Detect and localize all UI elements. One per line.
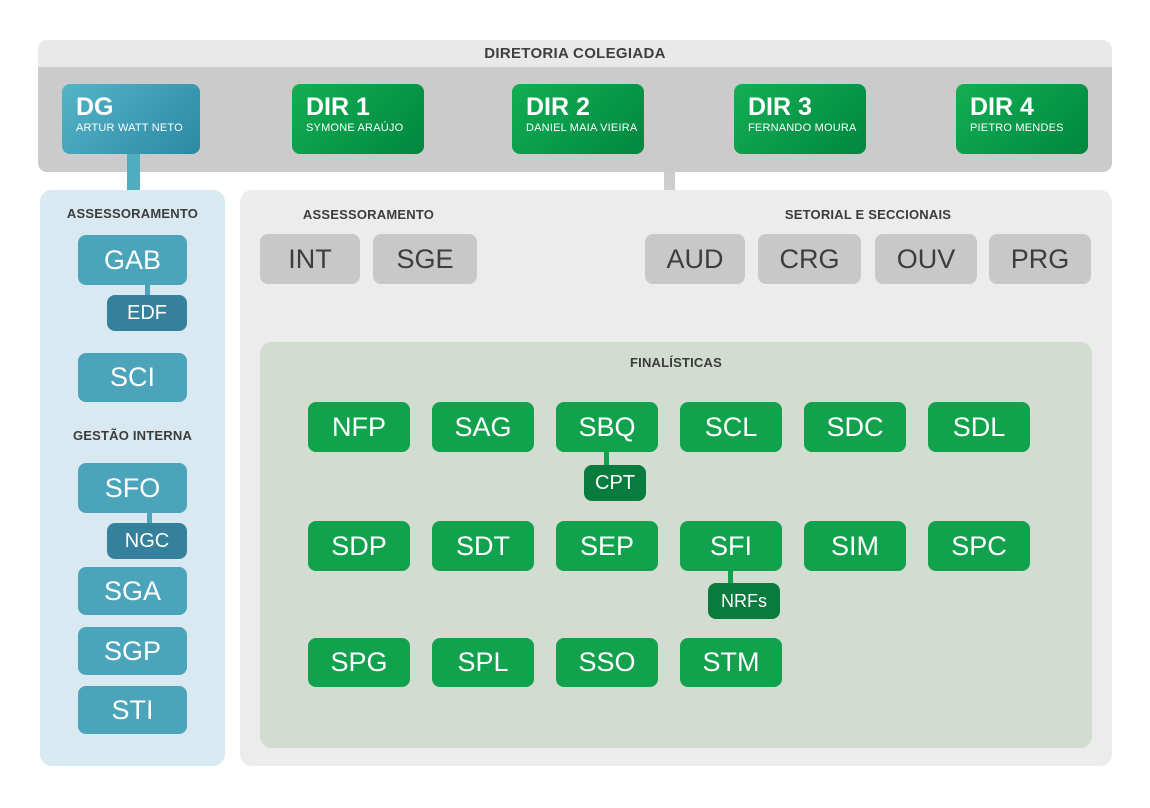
org-box-sti: STI [78,686,187,734]
director-name: SYMONE ARAÚJO [306,122,404,135]
org-box-aud: AUD [645,234,745,284]
connector-sfo-ngc [147,513,152,523]
org-box-crg: CRG [758,234,861,284]
org-box-spl: SPL [432,638,534,687]
org-box-gab: GAB [78,235,187,285]
org-box-int: INT [260,234,360,284]
section-label-assessoramento-dg: ASSESSORAMENTO [66,206,199,221]
director-box-dir3: DIR 3 FERNANDO MOURA [734,84,866,154]
director-code: DIR 2 [526,93,590,121]
org-box-sso: SSO [556,638,658,687]
org-box-scl: SCL [680,402,782,452]
org-box-stm: STM [680,638,782,687]
connector-sfi-nrfs [728,571,733,583]
org-box-sge: SGE [373,234,477,284]
connector-sbq-cpt [604,452,609,465]
director-code: DIR 1 [306,93,370,121]
section-label-setorial-seccionais: SETORIAL E SECCIONAIS [784,207,952,222]
director-box-dir2: DIR 2 DANIEL MAIA VIEIRA [512,84,644,154]
org-box-sdt: SDT [432,521,534,571]
org-box-prg: PRG [989,234,1091,284]
director-box-dir4: DIR 4 PIETRO MENDES [956,84,1088,154]
board-title: DIRETORIA COLEGIADA [484,45,666,62]
connector-board-right-panel [664,172,675,191]
org-box-edf: EDF [107,295,187,331]
org-box-sbq: SBQ [556,402,658,452]
org-box-nrfs: NRFs [708,583,780,619]
org-box-spg: SPG [308,638,410,687]
org-box-ngc: NGC [107,523,187,559]
connector-dg-left-panel [127,154,140,191]
director-name: FERNANDO MOURA [748,122,857,135]
org-box-sim: SIM [804,521,906,571]
director-code: DG [76,93,114,121]
org-box-cpt: CPT [584,465,646,501]
org-box-sag: SAG [432,402,534,452]
connector-gab-edf [145,285,150,295]
org-box-sfo: SFO [78,463,187,513]
section-label-gestao-interna: GESTÃO INTERNA [72,428,193,443]
org-box-sga: SGA [78,567,187,615]
section-label-finalisticas: FINALÍSTICAS [630,355,722,370]
director-name: ARTUR WATT NETO [76,122,183,135]
director-name: PIETRO MENDES [970,122,1064,135]
org-box-sdl: SDL [928,402,1030,452]
org-box-sdp: SDP [308,521,410,571]
director-box-dg: DG ARTUR WATT NETO [62,84,200,154]
org-box-sdc: SDC [804,402,906,452]
org-box-ouv: OUV [875,234,977,284]
org-box-sep: SEP [556,521,658,571]
org-box-sfi: SFI [680,521,782,571]
director-name: DANIEL MAIA VIEIRA [526,122,638,135]
org-box-spc: SPC [928,521,1030,571]
director-code: DIR 3 [748,93,812,121]
board-title-bar: DIRETORIA COLEGIADA [38,40,1112,67]
section-label-assessoramento: ASSESSORAMENTO [302,207,435,222]
org-box-sgp: SGP [78,627,187,675]
director-box-dir1: DIR 1 SYMONE ARAÚJO [292,84,424,154]
director-code: DIR 4 [970,93,1034,121]
org-box-sci: SCI [78,353,187,402]
org-box-nfp: NFP [308,402,410,452]
